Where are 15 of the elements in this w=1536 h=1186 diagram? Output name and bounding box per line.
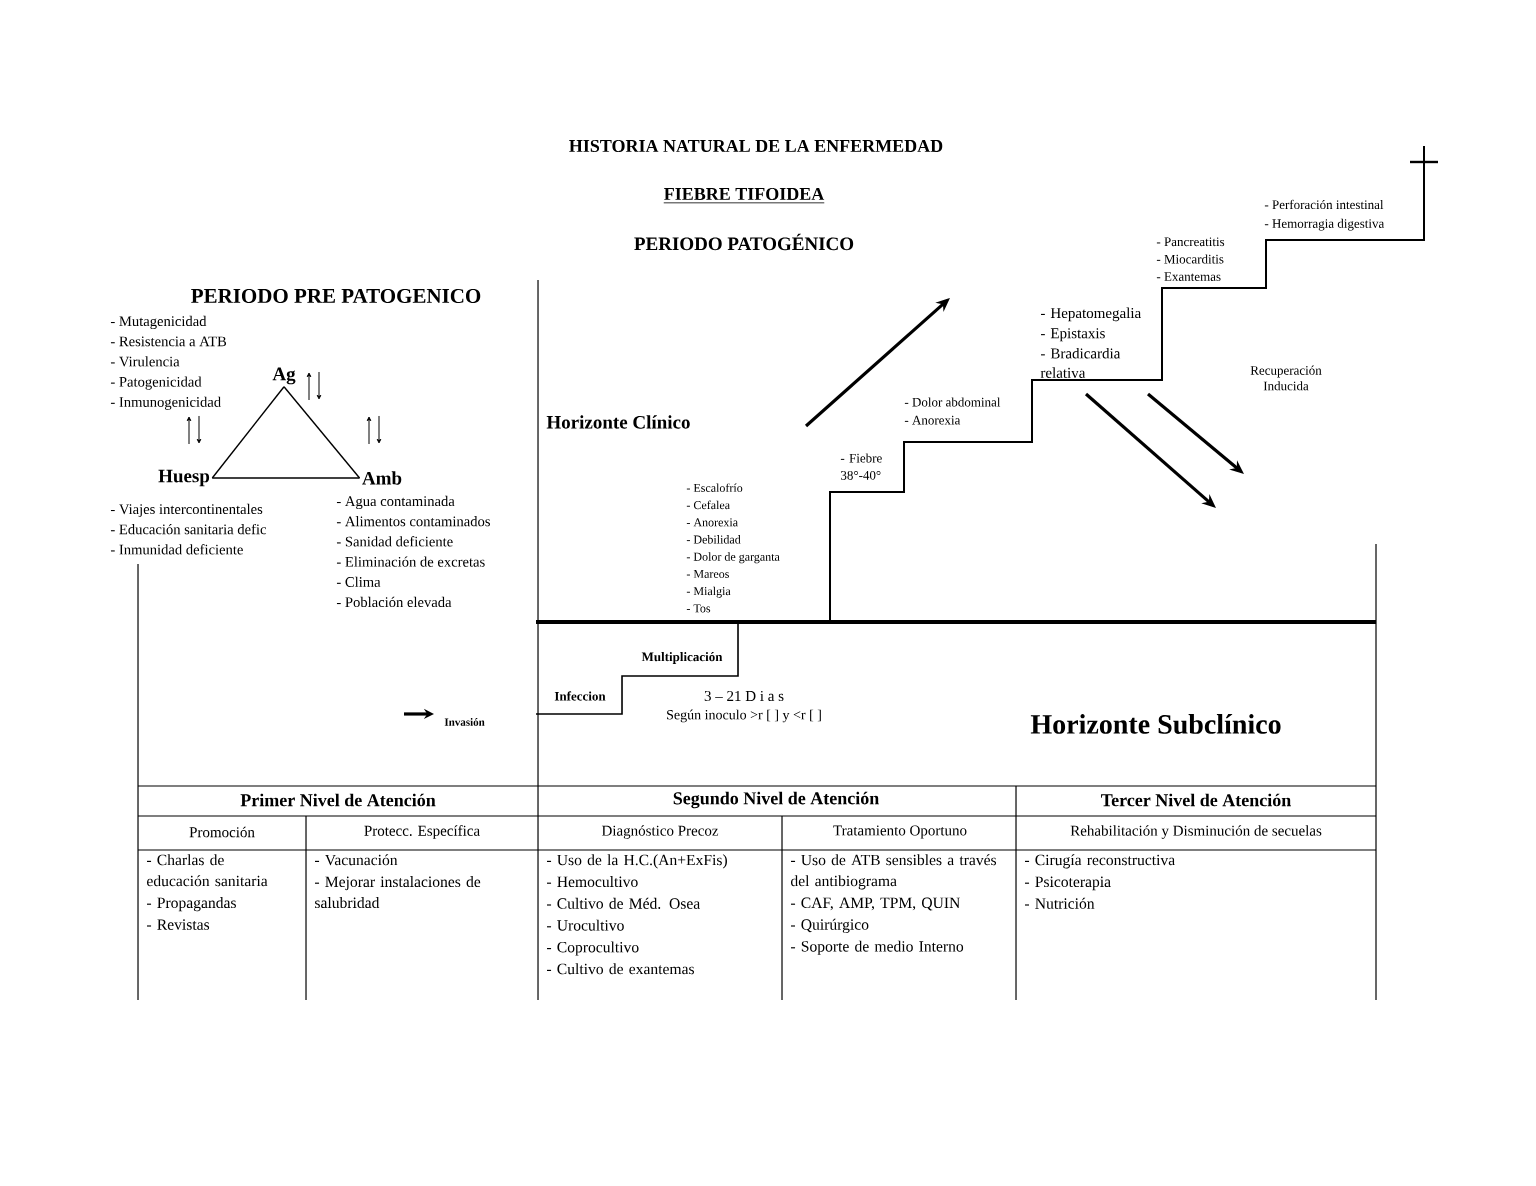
horizon-label: Horizonte Subclínico: [1030, 714, 1281, 734]
heading: PERIODO PATOGÉNICO: [634, 233, 854, 251]
heading: PERIODO PRE PATOGENICO: [191, 288, 481, 304]
vertex-label: Huesp: [158, 469, 210, 487]
triangle-side: [211, 477, 361, 479]
title: HISTORIA NATURAL DE LA ENFERMEDAD: [569, 139, 943, 153]
heading: FIEBRE TIFOIDEA: [663, 187, 825, 204]
triangle-side: [283, 386, 361, 479]
table-header: Tercer Nivel de Atención: [1101, 793, 1291, 807]
vertex-label: Ag: [272, 367, 296, 385]
table-header: Primer Nivel de Atención: [240, 793, 436, 807]
horizon-label: Horizonte Clínico: [546, 415, 690, 429]
table-header: Segundo Nivel de Atención: [673, 791, 879, 809]
vertex-label: Amb: [362, 471, 402, 485]
triangle-side: [211, 386, 285, 479]
